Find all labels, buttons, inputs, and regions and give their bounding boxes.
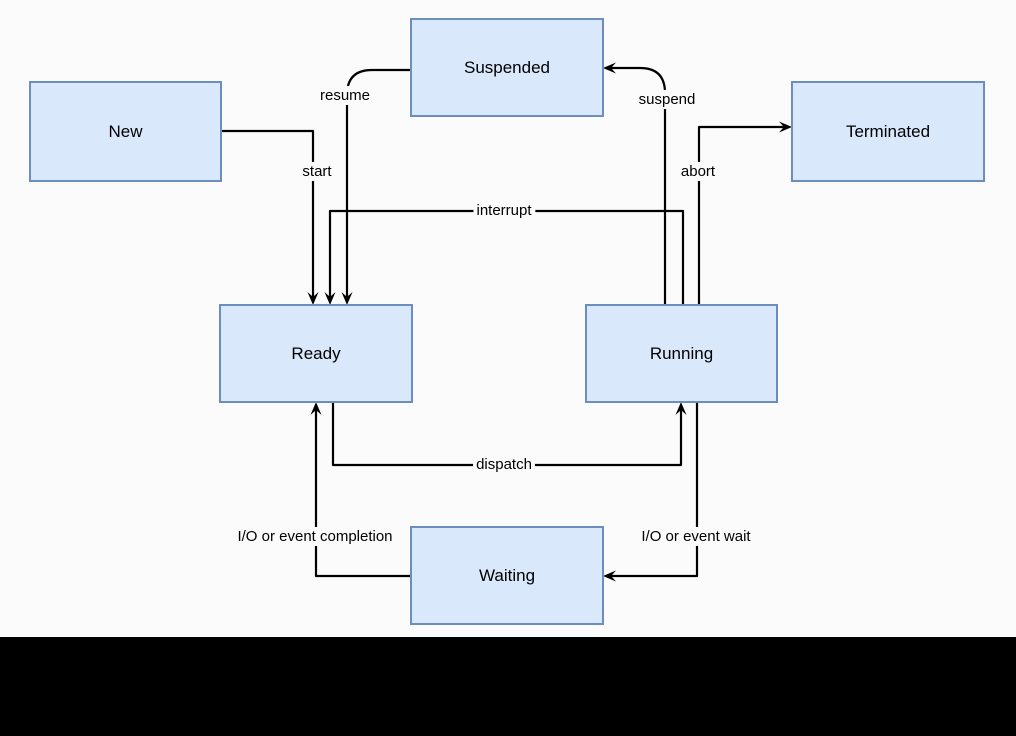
- edge-label-interrupt: interrupt: [473, 200, 536, 220]
- arrowhead-io-or-event-completion: [310, 402, 322, 415]
- state-node-ready[interactable]: Ready: [219, 304, 413, 403]
- edge-label-dispatch: dispatch: [473, 454, 535, 474]
- state-node-terminated[interactable]: Terminated: [791, 81, 985, 182]
- edge-interrupt: [324, 209, 685, 305]
- edge-label-text-dispatch: dispatch: [476, 456, 532, 473]
- state-node-running[interactable]: Running: [585, 304, 778, 403]
- arrowhead-start: [307, 292, 319, 305]
- arrowhead-abort: [779, 121, 792, 133]
- edge-io-or-event-completion: [310, 402, 411, 578]
- arrowhead-dispatch: [675, 402, 687, 415]
- edge-label-text-io-or-event-wait: I/O or event wait: [641, 528, 751, 545]
- state-label-terminated: Terminated: [846, 122, 930, 141]
- state-box-new[interactable]: [29, 81, 222, 182]
- edge-label-abort: abort: [677, 161, 719, 181]
- state-box-suspended[interactable]: [410, 18, 604, 117]
- edge-label-bg-suspend: [635, 89, 699, 109]
- edge-label-bg-interrupt: [473, 200, 536, 220]
- state-node-waiting[interactable]: Waiting: [410, 526, 604, 625]
- edge-abort: [697, 121, 792, 305]
- edge-label-resume: resume: [316, 85, 374, 105]
- edge-label-bg-dispatch: [473, 454, 535, 474]
- edge-label-io-or-event-wait: I/O or event wait: [638, 526, 755, 546]
- edge-label-text-suspend: suspend: [639, 91, 696, 108]
- edge-label-text-resume: resume: [320, 87, 370, 104]
- state-box-running[interactable]: [585, 304, 778, 403]
- edge-label-start: start: [299, 161, 336, 181]
- state-box-ready[interactable]: [219, 304, 413, 403]
- state-label-suspended: Suspended: [464, 58, 550, 77]
- edge-label-bg-abort: [677, 161, 719, 181]
- edge-label-text-interrupt: interrupt: [476, 202, 532, 219]
- edge-label-bg-resume: [316, 85, 374, 105]
- edges-layer: [221, 62, 792, 582]
- edge-labels-layer: start resume suspend interrupt abort dispatch…: [234, 85, 755, 546]
- arrowhead-suspend: [603, 62, 616, 74]
- state-box-waiting[interactable]: [410, 526, 604, 625]
- state-label-running: Running: [650, 344, 713, 363]
- edge-label-bg-start: [299, 161, 336, 181]
- edge-label-io-or-event-completion: I/O or event completion: [234, 526, 396, 546]
- state-box-terminated[interactable]: [791, 81, 985, 182]
- state-label-new: New: [108, 122, 143, 141]
- state-node-new[interactable]: New: [29, 81, 222, 182]
- arrowhead-resume: [341, 292, 353, 305]
- edge-label-text-start: start: [302, 163, 332, 180]
- edge-label-bg-io-or-event-wait: [638, 526, 755, 546]
- letterbox-band: [0, 637, 1016, 736]
- state-node-suspended[interactable]: Suspended: [410, 18, 604, 117]
- edge-resume: [341, 68, 411, 305]
- edge-label-text-abort: abort: [681, 163, 716, 180]
- edge-start: [221, 129, 319, 305]
- edge-label-text-io-or-event-completion: I/O or event completion: [237, 528, 392, 545]
- edge-io-or-event-wait: [603, 402, 699, 582]
- edge-label-suspend: suspend: [635, 89, 699, 109]
- state-label-waiting: Waiting: [479, 566, 535, 585]
- arrowhead-io-or-event-wait: [603, 570, 616, 582]
- edge-label-bg-io-or-event-completion: [234, 526, 396, 546]
- arrowhead-interrupt: [324, 292, 336, 305]
- state-label-ready: Ready: [291, 344, 341, 363]
